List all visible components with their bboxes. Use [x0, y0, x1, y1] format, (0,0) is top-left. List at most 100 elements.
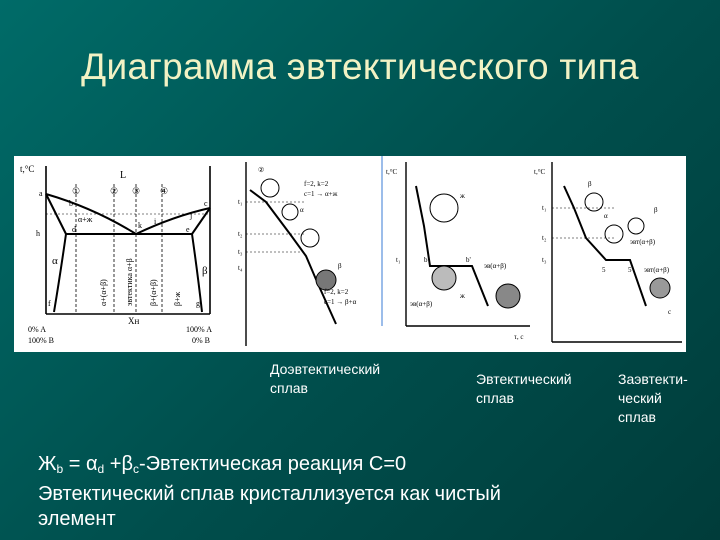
- eutectic-circle-2: [431, 265, 457, 291]
- right-composition-a: 100% A: [186, 325, 212, 334]
- point-j: j: [189, 211, 192, 220]
- region-label-alpha-liquid: α+ж: [78, 215, 93, 224]
- point-k: k: [138, 221, 142, 230]
- eutectic-circle-3: [495, 283, 521, 309]
- solidus-beta: [191, 207, 211, 235]
- phase-diagram-figure: t,°C L α β a b c d e f g h i j k ① ② ③ ④…: [14, 156, 686, 352]
- hypo-annotation-1: f=2, k=2: [304, 180, 329, 188]
- point-c: c: [204, 199, 208, 208]
- hypo-circle-label-3: β: [338, 262, 342, 270]
- point-i: i: [154, 217, 157, 226]
- region-label-beta-eutectic: β+(α+β): [149, 279, 158, 306]
- hyper-annotation-alpha: α: [604, 212, 608, 220]
- eutectic-point-b: b: [424, 256, 428, 264]
- region-number-4: ④: [160, 186, 168, 196]
- bottom-line-3: элемент: [38, 508, 116, 530]
- eutectic-annotation-2: эв(α+β): [484, 262, 507, 270]
- hyper-annotation-eut-2: эвт(α+β): [644, 266, 670, 274]
- hypo-labels: t₁ t₂ t₃ t₄ f=2, k=2 c=1 → α+ж f=2, k=2 …: [238, 166, 357, 306]
- panel-eutectic-background: [382, 156, 532, 352]
- hyper-circle-1: [584, 192, 604, 212]
- hyper-labels: t,°C t₁ t₂ t₃ 5 5' β α эвт(α+β) эвт(α+β)…: [534, 168, 671, 316]
- region-number-1: ①: [72, 186, 80, 196]
- hypo-circle-3: [300, 228, 320, 248]
- eutectic-curve: [415, 185, 489, 307]
- solvus-beta: [191, 233, 203, 313]
- region-label-alpha-eutectic: α+(α+β): [99, 279, 108, 306]
- eq-sub-c: c: [132, 462, 139, 476]
- eutectic-y-label: t,°C: [386, 168, 397, 176]
- caption-hypo: Доэвтектический сплав: [270, 360, 380, 398]
- hypo-circle-1: [260, 178, 280, 198]
- hypo-curve: [249, 189, 337, 325]
- liquidus-right: [135, 207, 211, 235]
- phase-labels: t,°C L α β a b c d e f g h i j k ① ② ③ ④…: [20, 164, 212, 345]
- region-number-3: ③: [132, 186, 140, 196]
- hyper-circle-2: [604, 224, 624, 244]
- hyper-curve: [563, 185, 647, 307]
- eq-sub-d: d: [97, 462, 105, 476]
- hypo-y-t1: t₁: [238, 198, 242, 206]
- eutectic-point-b-prime: b': [466, 256, 471, 264]
- caption-hyper-line-3: сплав: [618, 409, 656, 425]
- bottom-line-2: Эвтектический сплав кристаллизуется как …: [38, 483, 501, 505]
- caption-eutectic: Эвтектический сплав: [476, 370, 572, 408]
- hypo-annotation-3: f=2, k=2: [324, 288, 349, 296]
- hypo-annotation-2: c=1 → α+ж: [304, 190, 338, 198]
- right-composition-b: 0% B: [192, 336, 210, 345]
- eq-reaction-text: -Эвтектическая реакция С=0: [138, 453, 407, 475]
- caption-hyper: Заэвтекти- ческий сплав: [618, 370, 688, 427]
- hypo-circle-4: [315, 269, 337, 291]
- hypo-circle-label-1: ②: [258, 166, 264, 174]
- eutectic-circle-1: [429, 193, 459, 223]
- hyper-y-t2: t₂: [542, 234, 547, 242]
- panel-phase-background: [14, 156, 234, 352]
- hyper-annotation-eut-1: эвт(α+β): [630, 238, 656, 246]
- eutectic-annotation-3: эв(α+β): [410, 300, 433, 308]
- hyper-y-t1: t₁: [542, 204, 546, 212]
- eutectic-annotation-1: ж: [459, 192, 465, 200]
- hyper-circle-3: [627, 217, 645, 235]
- hypo-annotation-4: c=1 → β+α: [324, 298, 357, 306]
- region-number-2: ②: [110, 186, 118, 196]
- left-composition-a: 0% A: [28, 325, 46, 334]
- point-a: a: [39, 189, 43, 198]
- bottom-text: Жb = αd +βc-Эвтектическая реакция С=0 Эв…: [38, 452, 698, 532]
- eutectic-reaction-equation: Жb = αd +βc-Эвтектическая реакция С=0: [38, 452, 698, 482]
- cooling-curve-hyper: [551, 162, 682, 343]
- hypo-y-t2: t₂: [238, 230, 243, 238]
- slide-title: Диаграмма эвтектического типа: [81, 46, 639, 87]
- solvus-alpha: [53, 233, 67, 313]
- hyper-annotation-beta: β: [588, 180, 592, 188]
- hyper-circle-4: [649, 277, 671, 299]
- beta-label: β: [202, 265, 208, 277]
- liquidus-left: [45, 193, 137, 235]
- caption-eutectic-line-1: Эвтектический: [476, 371, 572, 387]
- hyper-y-t3: t₃: [542, 256, 547, 264]
- eutectic-y-t1: t₁: [396, 256, 400, 264]
- point-h: h: [36, 229, 40, 238]
- panel-hypo-background: [234, 156, 382, 352]
- hyper-point-5: 5: [602, 266, 606, 274]
- hyper-annotation-beta-2: β: [654, 206, 658, 214]
- cooling-curve-eutectic: [405, 162, 530, 327]
- hypo-circle-2: [281, 203, 299, 221]
- eutectic-labels: t,°C τ, c t₁ b b' ж эв(α+β) эв(α+β) ж: [386, 168, 523, 341]
- left-composition-b: 100% B: [28, 336, 54, 345]
- cooling-curve-hypo: [245, 162, 337, 346]
- phase-y-axis-label: t,°C: [20, 164, 34, 174]
- hyper-annotation-c: c: [668, 308, 671, 316]
- region-label-eutectic: эвтектика α+β: [125, 258, 134, 306]
- eq-sub-b: b: [56, 462, 64, 476]
- point-f: f: [48, 299, 51, 308]
- hyper-y-label: t,°C: [534, 168, 545, 176]
- eutectic-x-label: τ, c: [514, 333, 523, 341]
- region-label-beta-liquid: β+ж: [173, 291, 182, 306]
- hypo-y-t3: t₃: [238, 248, 243, 256]
- caption-hyper-line-1: Заэвтекти-: [618, 371, 688, 387]
- point-g: g: [196, 299, 200, 308]
- hypo-y-t4: t₄: [238, 264, 243, 272]
- point-e: e: [186, 225, 190, 234]
- eq-zh: Ж: [38, 453, 57, 475]
- eutectic-annotation-4: ж: [459, 292, 465, 300]
